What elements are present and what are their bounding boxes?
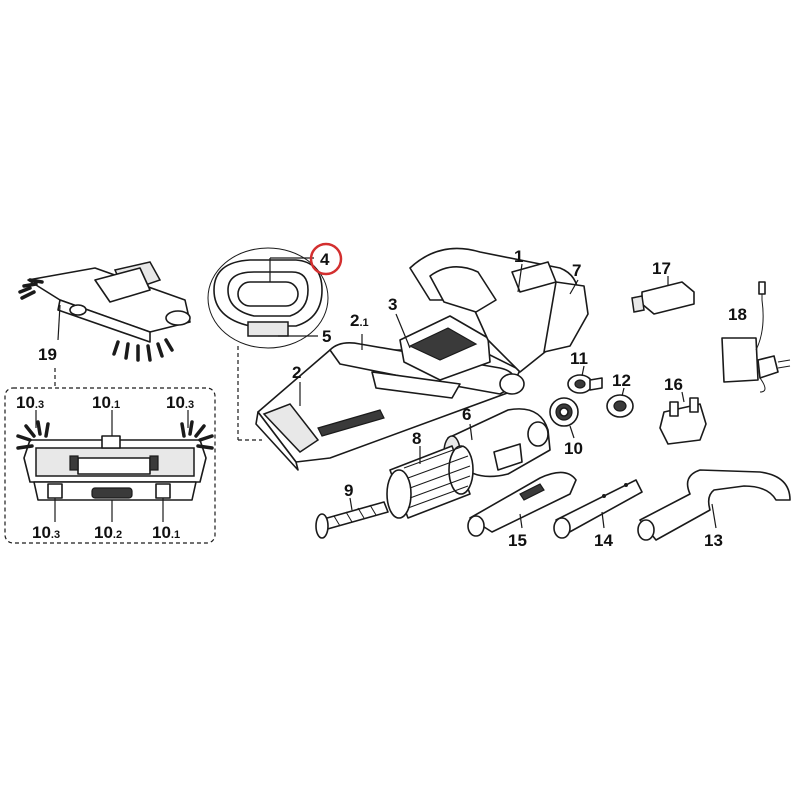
label-8: 8 xyxy=(412,429,421,448)
part-9-shaft xyxy=(315,497,389,539)
label-12: 12 xyxy=(612,371,631,390)
part-12-impeller xyxy=(606,387,634,418)
detail-brush-left xyxy=(16,420,50,450)
part-10-roller xyxy=(549,397,579,439)
label-10-1-bottom-right: 10.1 xyxy=(152,523,180,542)
part-4-filter-door xyxy=(207,247,329,349)
part-13-handle-grip xyxy=(637,469,791,541)
part-18-power-supply xyxy=(721,281,791,393)
label-10-2-bottom-center: 10.2 xyxy=(94,523,122,542)
label-11: 11 xyxy=(570,349,588,368)
part-19-brush-front xyxy=(112,338,174,362)
label-2: 2 xyxy=(292,363,301,382)
detail-brush-right xyxy=(180,420,214,450)
label-10-3-top-left: 10.3 xyxy=(16,393,44,412)
label-7: 7 xyxy=(572,261,581,280)
label-9: 9 xyxy=(344,481,353,500)
label-10-1-top-center: 10.1 xyxy=(92,393,120,412)
label-3: 3 xyxy=(388,295,397,314)
label-19: 19 xyxy=(38,345,57,364)
label-5: 5 xyxy=(322,327,331,346)
part-4-highlight-marker xyxy=(309,242,343,276)
part-15-handle-tube xyxy=(467,471,577,537)
label-2-1: 2.1 xyxy=(350,311,369,330)
label-18: 18 xyxy=(728,305,747,324)
label-10: 10 xyxy=(564,439,583,458)
part-7-rear-cover xyxy=(543,279,589,353)
label-15: 15 xyxy=(508,531,527,550)
label-13: 13 xyxy=(704,531,723,550)
part-16-handle-clip xyxy=(659,391,707,445)
part-8-filter-cartridge xyxy=(386,445,474,519)
label-6: 6 xyxy=(462,405,471,424)
label-10-3-bottom-left: 10.3 xyxy=(32,523,60,542)
part-19-brush-left xyxy=(18,278,44,300)
label-14: 14 xyxy=(594,531,613,550)
part-14-handle-tube xyxy=(553,479,643,539)
label-16: 16 xyxy=(664,375,683,394)
part-11-impeller-nut xyxy=(567,365,603,394)
part-19-carriage xyxy=(18,261,191,362)
label-10-3-top-right: 10.3 xyxy=(166,393,194,412)
label-1: 1 xyxy=(514,247,523,266)
label-4: 4 xyxy=(320,250,330,269)
detail-box-part-10 xyxy=(4,387,216,544)
part-17-plug-connector xyxy=(631,276,695,315)
part-3-pump-housing xyxy=(395,313,491,381)
label-17: 17 xyxy=(652,259,671,278)
